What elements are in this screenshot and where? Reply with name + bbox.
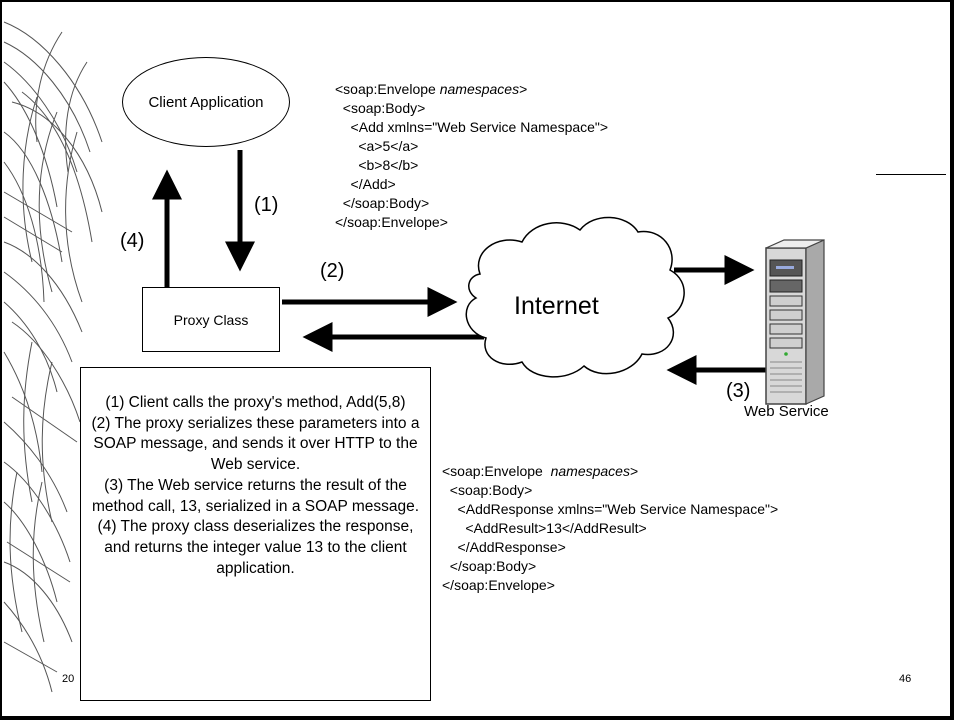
xml-namespaces-text: namespaces — [439, 81, 520, 97]
web-service-label: Web Service — [744, 403, 829, 420]
description-step-2: (2) The proxy serializes these parameter… — [91, 414, 420, 474]
xml-line: <soap:Body> — [335, 100, 426, 116]
xml-line: </soap:Envelope> — [442, 577, 555, 593]
decorative-globe-drawing — [3, 21, 103, 693]
description-step-4: (4) The proxy class deserializes the res… — [97, 518, 414, 577]
client-application-label: Client Application — [148, 93, 264, 111]
page-number: 46 — [899, 673, 912, 685]
xml-namespaces-text: namespaces — [550, 463, 630, 479]
server-icon — [765, 239, 825, 405]
xml-line: <b>8</b> — [335, 157, 419, 173]
proxy-class-label: Proxy Class — [173, 311, 249, 328]
xml-line: <AddResult>13</AddResult> — [442, 520, 647, 536]
xml-line: </Add> — [335, 176, 396, 192]
xml-line: <soap:Body> — [442, 482, 533, 498]
xml-line: </soap:Envelope> — [335, 214, 448, 230]
xml-line: > — [519, 81, 528, 97]
soap-request-xml: <soap:Envelope namespaces> <soap:Body> <… — [335, 80, 608, 232]
xml-line: </soap:Body> — [335, 195, 430, 211]
step-3-label: (3) — [726, 380, 751, 402]
step-1-label: (1) — [254, 194, 279, 216]
internet-cloud-shape — [465, 216, 685, 378]
xml-line: <a>5</a> — [335, 138, 419, 154]
xml-line: </AddResponse> — [442, 539, 566, 555]
proxy-class-node: Proxy Class — [142, 287, 280, 352]
description-step-3: (3) The Web service returns the result o… — [91, 476, 420, 515]
xml-line: </soap:Body> — [442, 558, 537, 574]
xml-line: > — [629, 463, 639, 479]
xml-line: <Add xmlns="Web Service Namespace"> — [335, 119, 609, 135]
step-4-label: (4) — [120, 230, 145, 252]
internet-label: Internet — [514, 292, 599, 320]
xml-line: <soap:Envelope — [335, 81, 440, 97]
client-application-node: Client Application — [122, 57, 290, 147]
xml-line: <soap:Envelope — [442, 463, 551, 479]
soap-response-xml: <soap:Envelope namespaces> <soap:Body> <… — [442, 462, 778, 595]
description-step-1: (1) Client calls the proxy's method, Add… — [105, 394, 406, 411]
description-box: (1) Client calls the proxy's method, Add… — [80, 367, 431, 701]
xml-line: <AddResponse xmlns="Web Service Namespac… — [442, 501, 779, 517]
step-2-label: (2) — [320, 260, 345, 282]
footer-date-fragment: 20 — [62, 673, 75, 685]
short-divider-line — [876, 174, 946, 175]
